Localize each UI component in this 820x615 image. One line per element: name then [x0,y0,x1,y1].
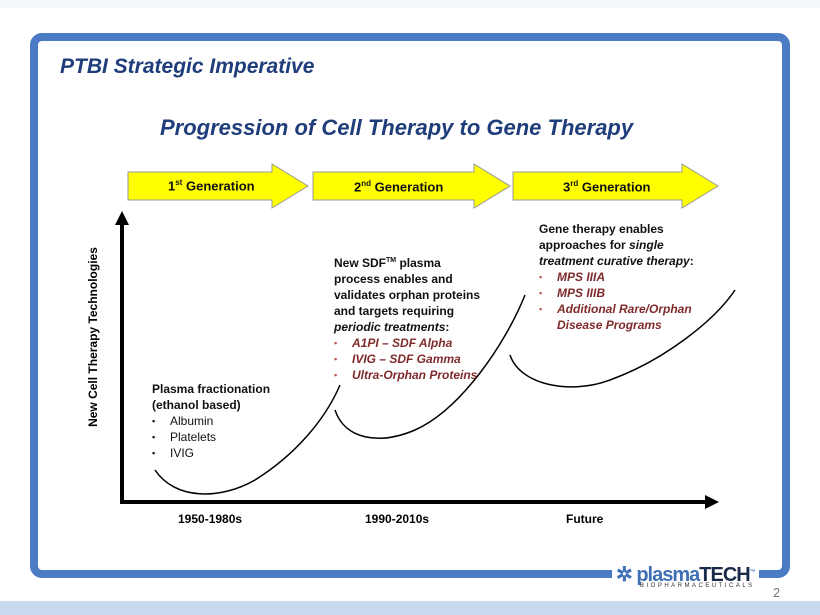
gen3-label: 3rd Generation [563,179,651,195]
plasmatech-logo: ✲ plasmaTECH™ BIOPHARMACEUTICALS [612,562,759,589]
gen3-arrow [512,163,719,209]
list-item: MPS IIIB [539,285,707,301]
curve-gen3 [509,289,736,388]
list-item: IVIG – SDF Gamma [334,351,480,367]
list-item: IVIG [152,445,270,461]
list-item: Albumin [152,413,270,429]
x-label-future: Future [566,512,604,526]
x-label-1990: 1990-2010s [365,512,430,526]
top-strip [0,0,820,8]
y-axis-label: New Cell Therapy Technologies [86,247,100,427]
slide-subtitle: Progression of Cell Therapy to Gene Ther… [160,115,634,140]
slide-title: PTBI Strategic Imperative [60,55,315,78]
list-item: Additional Rare/Orphan Disease Programs [539,301,707,333]
gen2-label: 2nd Generation [354,179,444,195]
y-axis-arrowhead [115,211,129,225]
curve-gen1 [154,384,341,495]
list-item: Platelets [152,429,270,445]
curve-gen2 [334,294,526,439]
bottom-bar [0,601,820,615]
x-label-1950: 1950-1980s [178,512,243,526]
gen1-label: 1st Generation [168,178,255,194]
gen2-arrow [312,163,511,209]
list-item: MPS IIIA [539,269,707,285]
slide-frame [30,33,790,578]
gen3-text: Gene therapy enables approaches for sing… [539,221,707,333]
x-axis-arrowhead [705,495,719,509]
list-item: Ultra-Orphan Proteins [334,367,480,383]
list-item: A1PI – SDF Alpha [334,335,480,351]
gen1-arrow [127,163,309,209]
page-number: 2 [773,585,781,600]
gen1-text: Plasma fractionation (ethanol based) Alb… [152,381,270,461]
